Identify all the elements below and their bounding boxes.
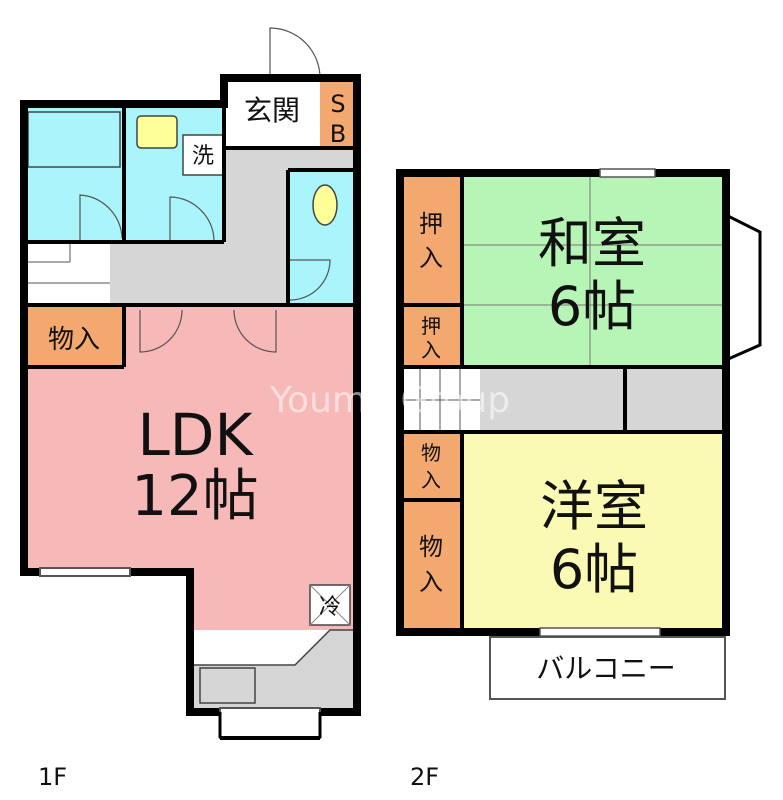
oshiire-1 — [400, 173, 462, 305]
oshiire-2 — [400, 305, 462, 365]
bay-window — [725, 213, 762, 362]
label-sb-s: S — [330, 90, 345, 118]
label-mono-2b: 入 — [419, 568, 443, 596]
youshitsu-room — [462, 432, 726, 632]
label-oshiire-2b: 入 — [421, 338, 441, 362]
label-mono-1b: 入 — [421, 468, 441, 492]
corridor-1f — [110, 148, 357, 305]
mono-2 — [400, 500, 462, 632]
washitsu-room — [462, 173, 726, 365]
watermark: Youme Group — [269, 380, 510, 421]
label-fridge: 冷 — [319, 595, 341, 620]
wash-basin — [136, 115, 178, 149]
label-mono-1a: 物 — [421, 441, 441, 465]
bathtub — [27, 111, 121, 168]
label-washitsu-name: 和室 — [538, 212, 646, 275]
label-storage-1f: 物入 — [48, 325, 100, 355]
toilet — [312, 184, 338, 226]
mono-1 — [400, 432, 462, 500]
sink — [199, 667, 256, 704]
balcony-area — [489, 636, 726, 700]
label-oshiire-1b: 入 — [419, 244, 443, 272]
label-sentaku: 洗 — [192, 144, 214, 169]
label-oshiire-2a: 押 — [421, 314, 441, 338]
label-genkan: 玄関 — [244, 94, 300, 127]
stairs-1f — [24, 242, 110, 305]
label-balcony: バルコニー — [536, 652, 675, 685]
floor-2 — [396, 168, 762, 700]
label-washitsu-size: 6帖 — [548, 275, 636, 338]
label-youshitsu-size: 6帖 — [550, 538, 638, 601]
label-2f: 2F — [410, 763, 439, 791]
label-1f: 1F — [38, 763, 67, 791]
label-ldk-name: LDK — [137, 401, 254, 469]
label-ldk-size: 12帖 — [131, 464, 258, 529]
label-mono-2a: 物 — [419, 533, 443, 561]
labels: 玄関 S B 洗 物入 LDK 12帖 冷 和室 6帖 押 入 押 入 洋室 6… — [38, 90, 676, 791]
floor-1 — [20, 27, 361, 740]
label-youshitsu-name: 洋室 — [540, 475, 648, 538]
entrance — [224, 78, 320, 148]
label-oshiire-1a: 押 — [419, 210, 443, 238]
label-sb-b: B — [330, 120, 346, 148]
washing-machine — [182, 134, 224, 176]
shoe-box — [320, 78, 357, 148]
ldk-room — [24, 305, 357, 630]
storage-1f — [24, 305, 124, 367]
